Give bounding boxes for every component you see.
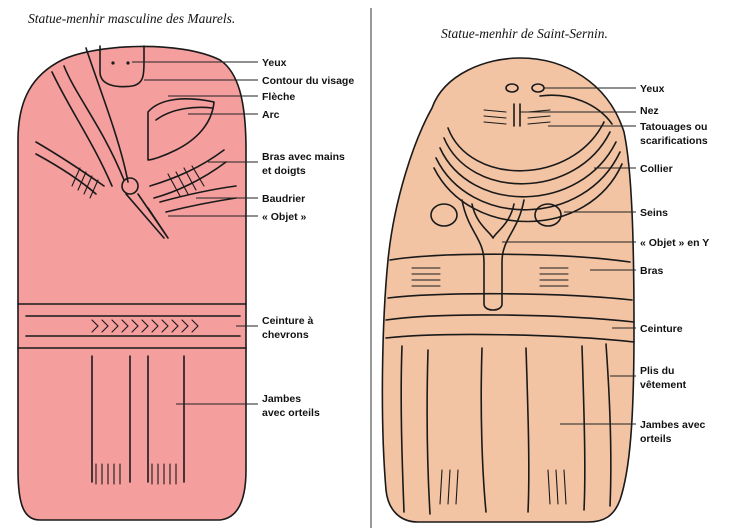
label-yeux-right: Yeux: [640, 83, 665, 95]
label-ceinture-right: Ceinture: [640, 323, 683, 335]
maurels-right-eye: [126, 61, 129, 64]
left-title: Statue-menhir masculine des Maurels.: [28, 11, 235, 26]
label-ceinture-line2: chevrons: [262, 329, 309, 341]
label-plis-line1: Plis du: [640, 365, 674, 377]
saint-sernin-labels: Yeux Nez Tatouages ou scarifications Col…: [640, 83, 709, 445]
label-collier: Collier: [640, 163, 673, 175]
label-plis-line2: vêtement: [640, 379, 687, 391]
saint-sernin-statue-body: [382, 58, 634, 522]
label-jambes-line2: avec orteils: [262, 407, 320, 419]
label-contour-visage: Contour du visage: [262, 75, 354, 87]
label-nez: Nez: [640, 105, 659, 117]
label-tatouages-line2: scarifications: [640, 135, 708, 147]
label-jambes-line1: Jambes: [262, 393, 301, 405]
label-baudrier: Baudrier: [262, 193, 305, 205]
label-jambes-right-line1: Jambes avec: [640, 419, 706, 431]
label-arc: Arc: [262, 109, 280, 121]
label-ceinture-line1: Ceinture à: [262, 315, 314, 327]
label-jambes-right-line2: orteils: [640, 433, 672, 445]
label-fleche: Flèche: [262, 91, 295, 103]
label-tatouages-line1: Tatouages ou: [640, 121, 707, 133]
label-seins: Seins: [640, 207, 668, 219]
left-panel: Statue-menhir masculine des Maurels.: [18, 11, 354, 520]
label-bras-right: Bras: [640, 265, 664, 277]
label-bras-line1: Bras avec mains: [262, 151, 345, 163]
maurels-statue-body: [18, 46, 246, 520]
maurels-left-eye: [111, 61, 114, 64]
maurels-labels: Yeux Contour du visage Flèche Arc Bras a…: [262, 57, 354, 419]
label-objet-y: « Objet » en Y: [640, 237, 709, 249]
right-title: Statue-menhir de Saint-Sernin.: [441, 26, 608, 41]
label-bras-line2: et doigts: [262, 165, 306, 177]
label-objet: « Objet »: [262, 211, 307, 223]
label-yeux: Yeux: [262, 57, 287, 69]
right-panel: Statue-menhir de Saint-Sernin.: [382, 26, 709, 522]
